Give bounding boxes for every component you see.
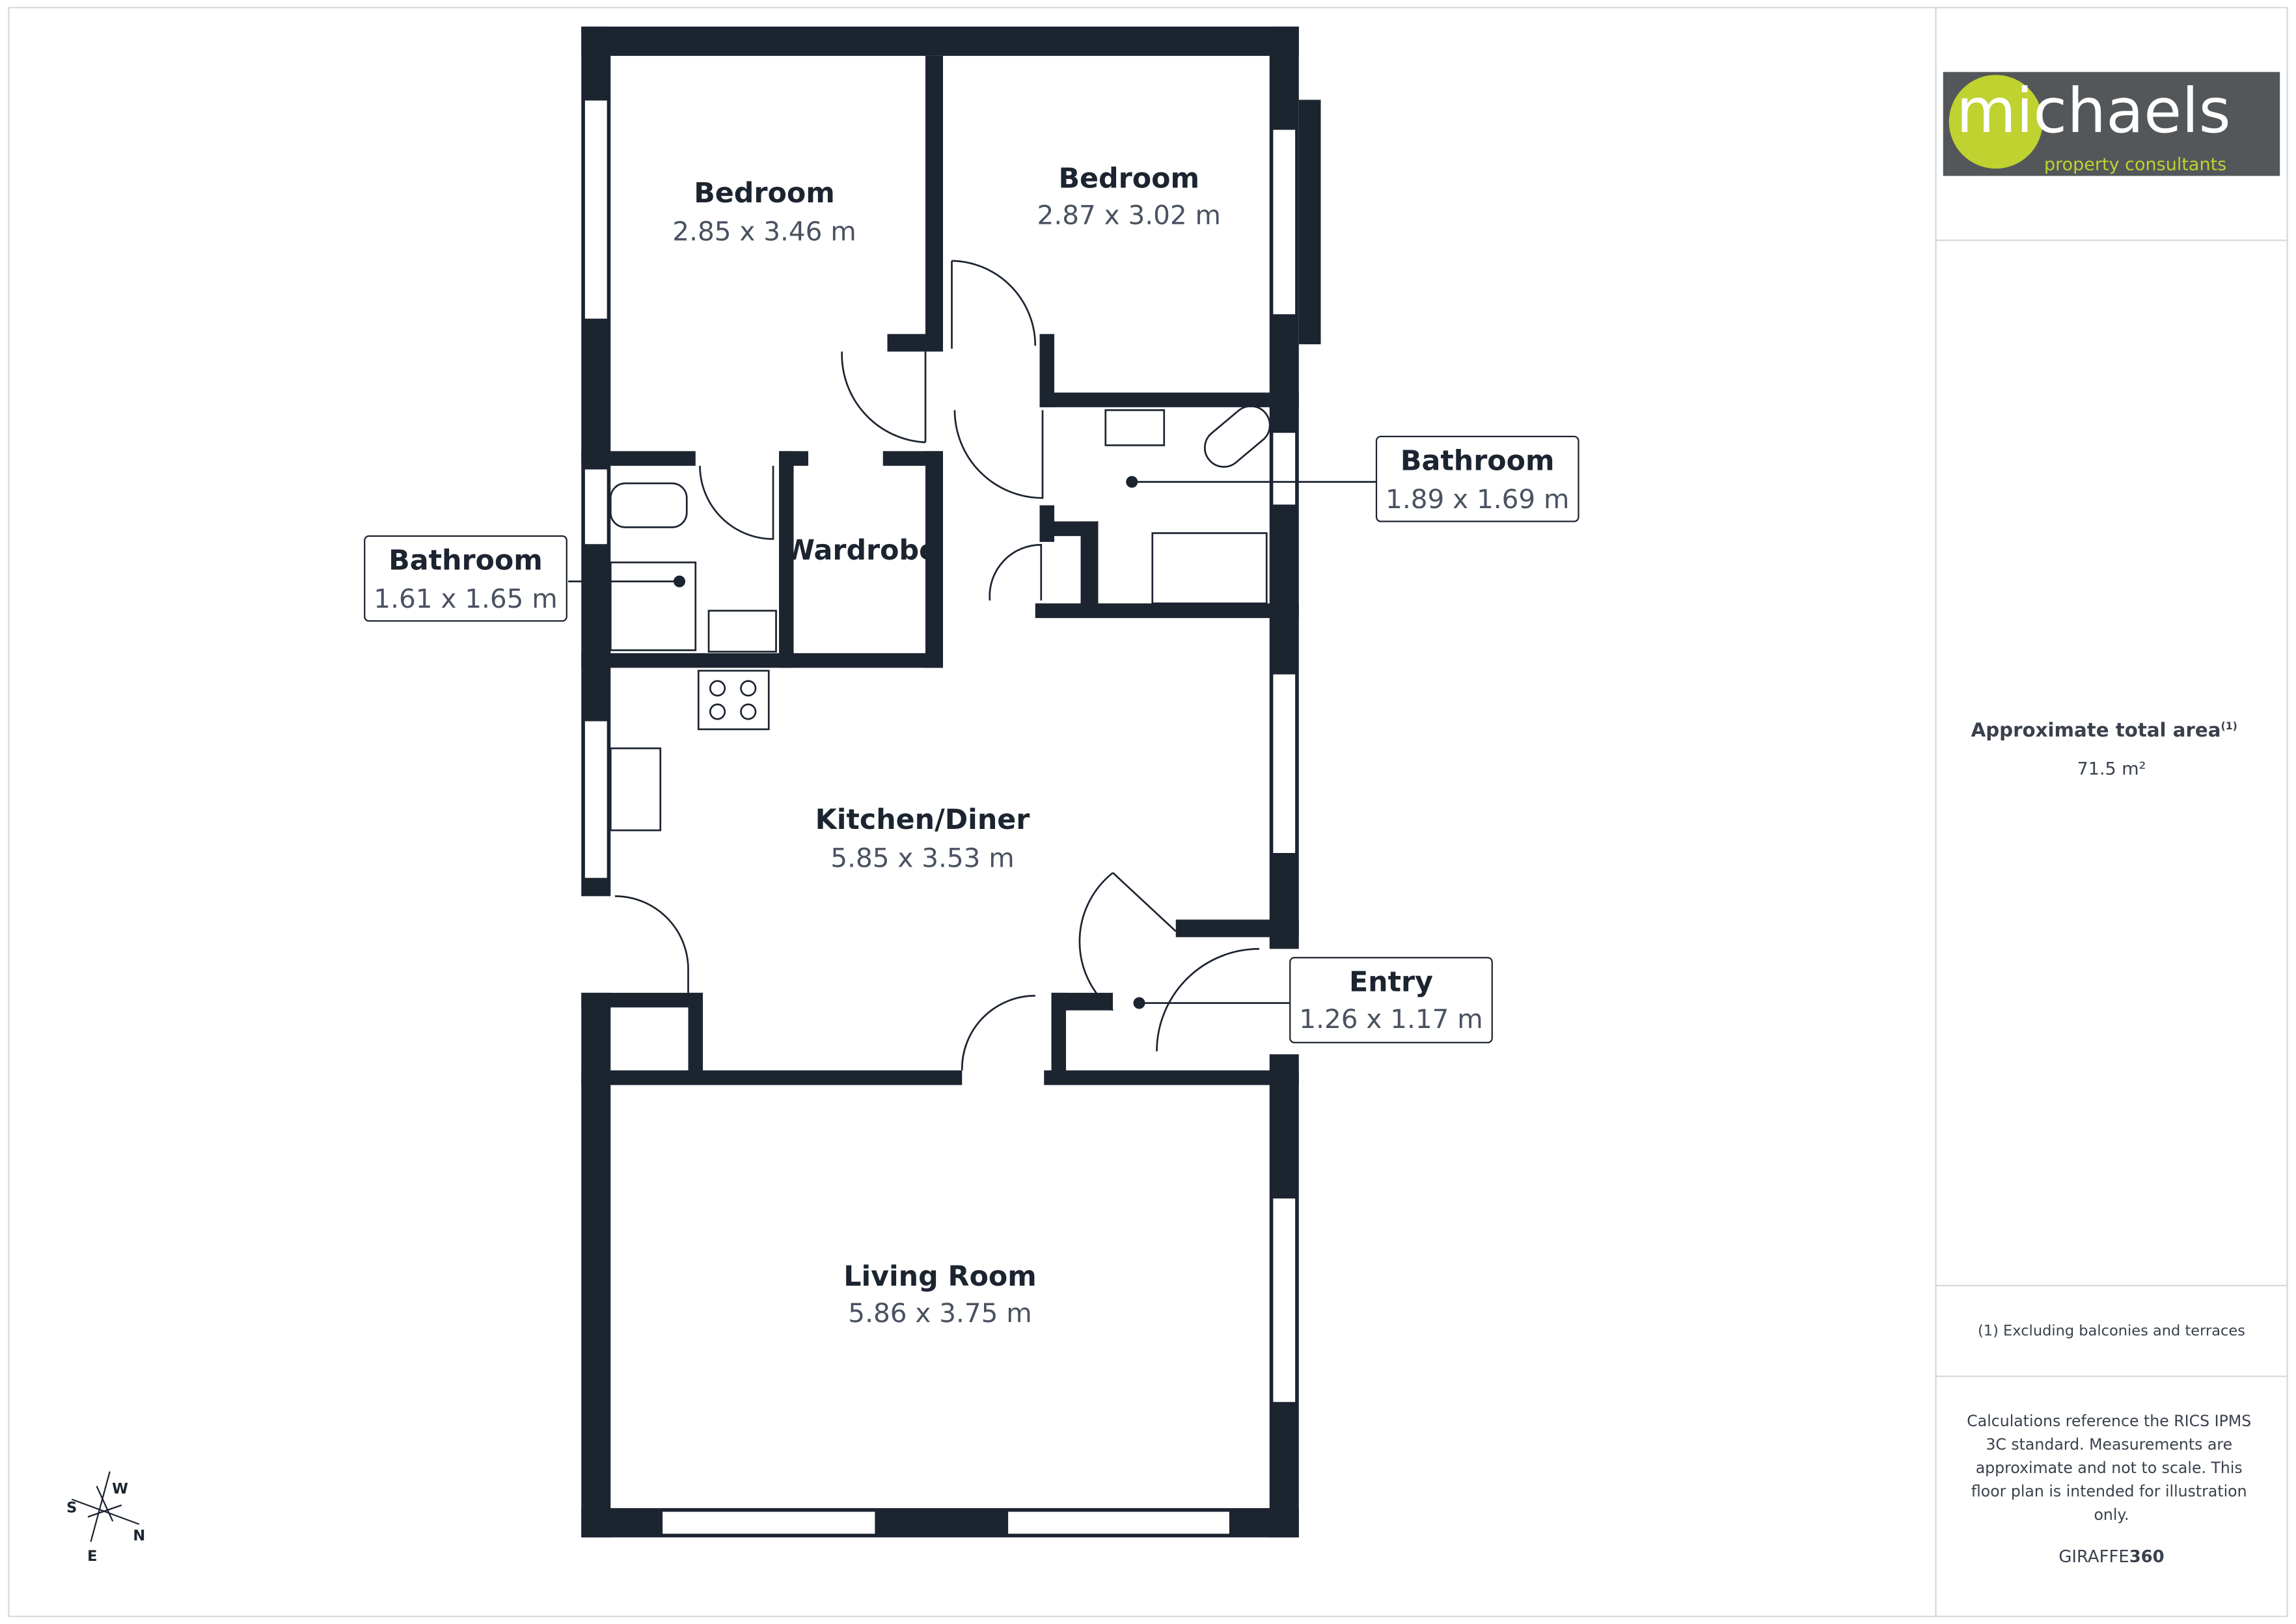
room-label-bathroom-left: Bathroom 1.61 x 1.65 m [364, 535, 567, 622]
footnote: (1) Excluding balconies and terraces [1978, 1322, 2245, 1339]
svg-text:5.85 x 3.53 m: 5.85 x 3.53 m [830, 842, 1014, 873]
room-label-bathroom-right: Bathroom 1.89 x 1.69 m [1375, 435, 1579, 522]
svg-text:5.86 x 3.75 m: 5.86 x 3.75 m [848, 1297, 1032, 1329]
giraffe360-credit: GIRAFFE360 [2058, 1547, 2164, 1567]
svg-text:1.89 x 1.69 m: 1.89 x 1.69 m [1386, 483, 1569, 515]
svg-text:Bathroom: Bathroom [1401, 445, 1555, 478]
svg-text:2.87 x 3.02 m: 2.87 x 3.02 m [1037, 200, 1221, 231]
disclaimer: Calculations reference the RICS IPMS 3C … [1967, 1412, 2256, 1524]
svg-text:Living Room: Living Room [843, 1260, 1037, 1293]
compass-s: S [66, 1500, 77, 1517]
room-label-kitchen-diner: Kitchen/Diner 5.85 x 3.53 m [815, 804, 1030, 874]
room-label-entry: Entry 1.26 x 1.17 m [1289, 956, 1493, 1044]
compass-n: N [133, 1527, 145, 1544]
compass-icon [71, 1471, 140, 1542]
svg-text:Bathroom: Bathroom [389, 545, 543, 577]
area-value: 71.5 m² [2077, 759, 2146, 779]
room-label-wardrobe: Wardrobe [784, 534, 938, 567]
compass-e: E [87, 1548, 97, 1565]
svg-text:2.85 x 3.46 m: 2.85 x 3.46 m [672, 215, 856, 247]
michaels-logo: michaels property consultants [1943, 72, 2280, 176]
svg-text:1.26 x 1.17 m: 1.26 x 1.17 m [1299, 1003, 1483, 1035]
page-border [8, 7, 2288, 1617]
logo-text: michaels [1956, 75, 2231, 147]
windows [583, 99, 1297, 1536]
svg-text:Kitchen/Diner: Kitchen/Diner [815, 804, 1030, 836]
room-label-bedroom-2: Bedroom 2.87 x 3.02 m [1037, 162, 1221, 230]
room-label-bedroom-1: Bedroom 2.85 x 3.46 m [672, 177, 856, 247]
area-label: Approximate total area(1) [1971, 719, 2237, 741]
svg-text:1.61 x 1.65 m: 1.61 x 1.65 m [374, 583, 557, 614]
doors-and-fixtures [568, 260, 1376, 1071]
compass-w: W [112, 1480, 128, 1497]
svg-text:Bedroom: Bedroom [1058, 162, 1199, 195]
logo-tagline: property consultants [2044, 154, 2226, 174]
svg-text:Bedroom: Bedroom [694, 177, 835, 210]
svg-text:Entry: Entry [1349, 966, 1433, 999]
room-label-living-room: Living Room 5.86 x 3.75 m [843, 1260, 1037, 1329]
